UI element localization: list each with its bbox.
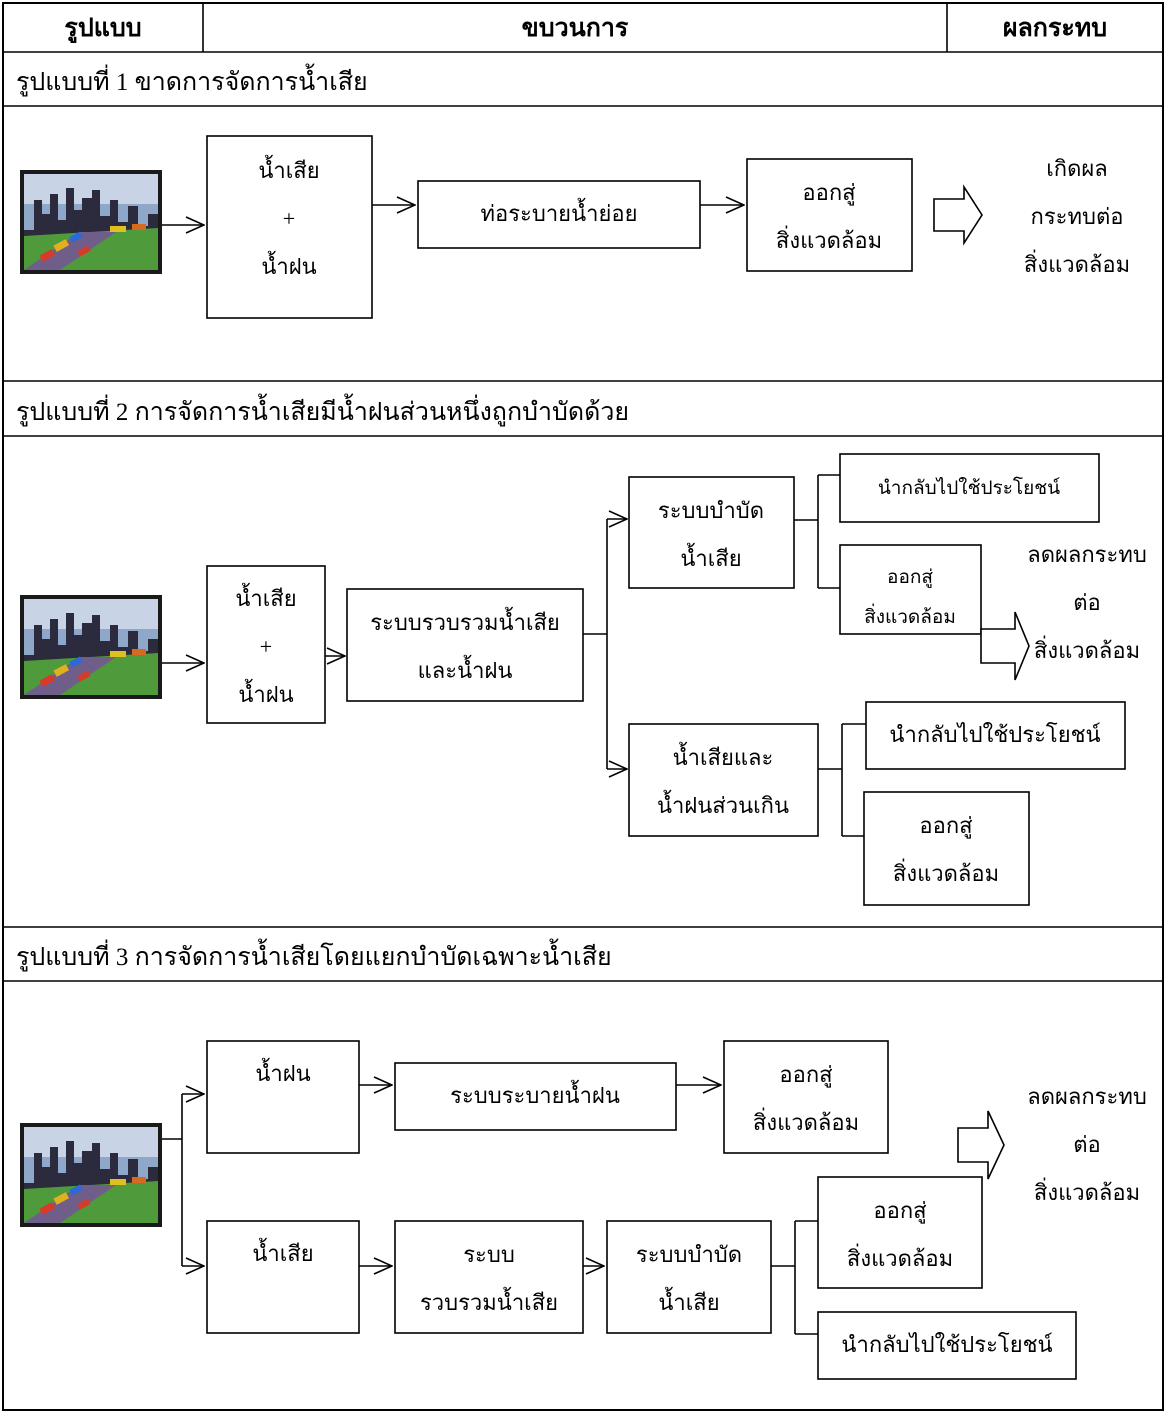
s3-rain-drain-label: ระบบระบายน้ำฝน	[450, 1080, 620, 1108]
section2-title: รูปแบบที่ 2 การจัดการน้ำเสียมีน้ำฝนส่วนห…	[16, 393, 629, 427]
s2-impact-l1: ลดผลกระทบ	[1027, 542, 1147, 567]
s2-reuse-top-label: นำกลับไปใช้ประโยชน์	[878, 476, 1061, 499]
s2-collection-l1: ระบบรวบรวมน้ำเสีย	[370, 607, 560, 635]
s2-outlet-bottom-box	[863, 791, 1030, 906]
s1-impact-l1: เกิดผล	[1046, 156, 1108, 181]
s3-rain-drain-box	[394, 1062, 677, 1131]
s2-collection-l2: และน้ำฝน	[418, 655, 513, 683]
s2-input-wastewater: น้ำเสีย	[235, 583, 296, 611]
s3-impact-arrow	[957, 1110, 1005, 1180]
section3-title: รูปแบบที่ 3 การจัดการน้ำเสียโดยแยกบำบัดเ…	[16, 938, 612, 972]
s1-outlet-l1: ออกสู่	[802, 180, 856, 206]
s1-drain-label: ท่อระบายน้ำย่อย	[481, 198, 638, 226]
section1-title: รูปแบบที่ 1 ขาดการจัดการน้ำเสีย	[16, 63, 368, 97]
s1-input-box	[206, 135, 373, 319]
s3-collection-box	[394, 1220, 584, 1334]
s3-impact-l3: สิ่งแวดล้อม	[1034, 1177, 1140, 1205]
s2-treatment-l1: ระบบบำบัด	[658, 498, 764, 523]
s2-excess-l2: น้ำฝนส่วนเกิน	[657, 790, 789, 818]
s2-outlet-top-l1: ออกสู่	[887, 567, 933, 588]
s3-wastewater-box	[206, 1220, 360, 1334]
s2-outlet-bottom-l1: ออกสู่	[919, 813, 973, 839]
s3-treatment-box	[606, 1220, 772, 1334]
s1-outlet-l2: สิ่งแวดล้อม	[776, 225, 882, 253]
s3-rain-box	[206, 1040, 360, 1154]
s3-reuse-box	[817, 1311, 1077, 1380]
s1-input-wastewater: น้ำเสีย	[258, 155, 319, 183]
s2-outlet-top-l2: สิ่งแวดล้อม	[864, 603, 956, 628]
s2-excess-box	[628, 723, 819, 837]
s2-collection-box	[346, 588, 584, 702]
s2-impact-l2: ต่อ	[1073, 590, 1101, 615]
s1-input-rain: น้ำฝน	[261, 251, 316, 279]
s3-outlet-top-l2: สิ่งแวดล้อม	[753, 1107, 859, 1135]
s2-reuse-bottom-label: นำกลับไปใช้ประโยชน์	[889, 722, 1100, 747]
s2-reuse-top-box	[839, 453, 1100, 523]
s2-input-box	[206, 565, 326, 724]
s3-outlet-bottom-l1: ออกสู่	[873, 1198, 927, 1224]
city-clipart-2	[20, 595, 162, 699]
s3-reuse-label: นำกลับไปใช้ประโยชน์	[841, 1332, 1052, 1357]
s3-rain-label: น้ำฝน	[255, 1058, 310, 1086]
s1-impact-l3: สิ่งแวดล้อม	[1024, 249, 1130, 277]
s2-outlet-bottom-l2: สิ่งแวดล้อม	[893, 858, 999, 886]
s1-impact-arrow	[933, 184, 983, 246]
s2-input-plus: +	[260, 634, 272, 659]
s3-treatment-l1: ระบบบำบัด	[636, 1242, 742, 1267]
s2-treatment-l2: น้ำเสีย	[680, 543, 741, 571]
city-clipart-3	[20, 1123, 162, 1227]
header-process: ขบวนการ	[522, 15, 629, 42]
s3-outlet-bottom-l2: สิ่งแวดล้อม	[847, 1243, 953, 1271]
s3-treatment-l2: น้ำเสีย	[658, 1287, 719, 1315]
s3-collection-l2: รวบรวมน้ำเสีย	[420, 1287, 558, 1315]
s3-impact-l2: ต่อ	[1073, 1132, 1101, 1157]
s3-outlet-top-l1: ออกสู่	[779, 1062, 833, 1088]
s2-impact-arrow	[980, 611, 1030, 681]
header-impact: ผลกระทบ	[1003, 15, 1107, 42]
city-clipart-1	[20, 170, 162, 274]
s3-outlet-top-box	[723, 1040, 889, 1154]
s2-reuse-bottom-box	[865, 701, 1126, 770]
s1-impact-l2: กระทบต่อ	[1031, 204, 1124, 229]
s1-outlet-box	[746, 158, 913, 272]
s3-collection-l1: ระบบ	[463, 1242, 515, 1267]
s2-outlet-top-box	[839, 544, 982, 635]
s3-wastewater-label: น้ำเสีย	[252, 1238, 313, 1266]
s2-excess-l1: น้ำเสียและ	[673, 742, 774, 770]
s1-input-plus: +	[283, 206, 295, 231]
s2-treatment-box	[628, 476, 795, 589]
s3-outlet-bottom-box	[817, 1176, 983, 1289]
s3-impact-l1: ลดผลกระทบ	[1027, 1084, 1147, 1109]
s2-input-rain: น้ำฝน	[238, 679, 293, 707]
header-pattern: รูปแบบ	[64, 15, 141, 44]
s1-drain-box	[417, 180, 701, 249]
s2-impact-l3: สิ่งแวดล้อม	[1034, 635, 1140, 663]
